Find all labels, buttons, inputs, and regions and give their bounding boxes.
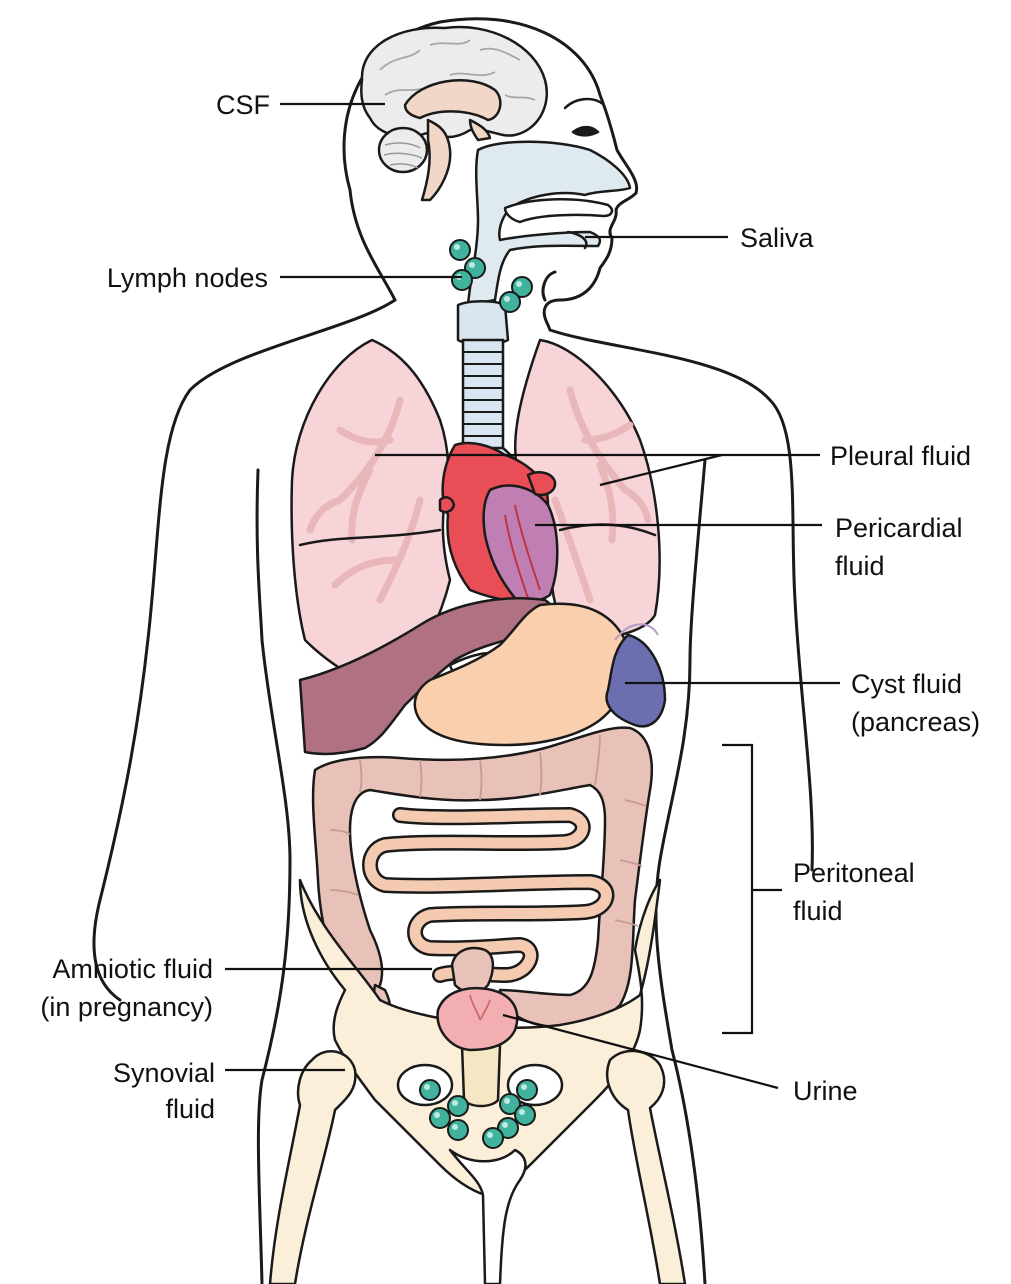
body-outline: [92, 17, 814, 1284]
urine-leader: [502, 1013, 779, 1090]
torso-right-outline: [548, 328, 814, 872]
label-pericardial-line2: fluid: [835, 551, 885, 581]
pleural-right-leader: [599, 453, 723, 487]
peritoneal-bracket: [722, 743, 782, 1035]
torso-left-outline: [92, 298, 397, 1002]
label-synovial-line2: fluid: [165, 1094, 215, 1124]
spleen: [605, 623, 667, 728]
label-cyst-line1: Cyst fluid: [851, 669, 962, 699]
lymph-node-icon: [447, 1095, 469, 1117]
lymph-node-icon: [514, 1104, 536, 1126]
cerebellum: [377, 126, 429, 174]
lymph-node-icon: [516, 1079, 538, 1101]
lymph-node-icon: [447, 1119, 469, 1141]
left-arm-inner: [255, 468, 264, 642]
left-waist: [256, 638, 292, 1284]
lymph-node-icon: [499, 291, 521, 313]
lymph-node-icon: [499, 1093, 521, 1115]
lymph-node-icon: [482, 1127, 504, 1149]
labels: CSF Lymph nodes Saliva Pleural fluid Per…: [40, 90, 980, 1124]
right-waist: [654, 658, 707, 1284]
label-amniotic-line2: (in pregnancy): [40, 992, 213, 1022]
label-peritoneal-line2: fluid: [793, 896, 843, 926]
ear-outline: [541, 270, 557, 302]
label-csf: CSF: [216, 90, 270, 120]
label-urine: Urine: [793, 1076, 858, 1106]
label-synovial-line1: Synovial: [113, 1058, 215, 1088]
lymph-node-icon: [451, 269, 473, 291]
label-lymph-nodes: Lymph nodes: [107, 263, 268, 293]
lungs-icon: [290, 338, 661, 692]
label-saliva: Saliva: [740, 223, 815, 253]
lymph-node-icon: [511, 276, 533, 298]
right-arm-inner: [688, 458, 707, 662]
heart-icon: [438, 441, 559, 603]
label-amniotic-line1: Amniotic fluid: [52, 954, 213, 984]
lymph-node-icon: [429, 1107, 451, 1129]
left-femur: [268, 1050, 357, 1284]
brain-icon: [360, 25, 548, 202]
head-outline: [342, 17, 639, 332]
small-intestine: [362, 807, 615, 983]
bladder: [436, 946, 519, 1052]
eyebrow: [563, 97, 605, 110]
right-femur: [605, 1049, 687, 1284]
label-cyst-line2: (pancreas): [851, 707, 980, 737]
eye: [571, 125, 600, 137]
lymph-nodes: [419, 239, 538, 1149]
lymph-node-icon: [497, 1117, 519, 1139]
label-peritoneal-line1: Peritoneal: [793, 858, 915, 888]
lymph-node-icon: [449, 239, 471, 261]
neck-left-outline: [348, 188, 397, 302]
label-pericardial-line1: Pericardial: [835, 513, 963, 543]
lymph-node-icon: [419, 1079, 441, 1101]
label-pleural-fluid: Pleural fluid: [830, 441, 971, 471]
leader-lines: [225, 102, 840, 1090]
airway: [456, 140, 632, 345]
